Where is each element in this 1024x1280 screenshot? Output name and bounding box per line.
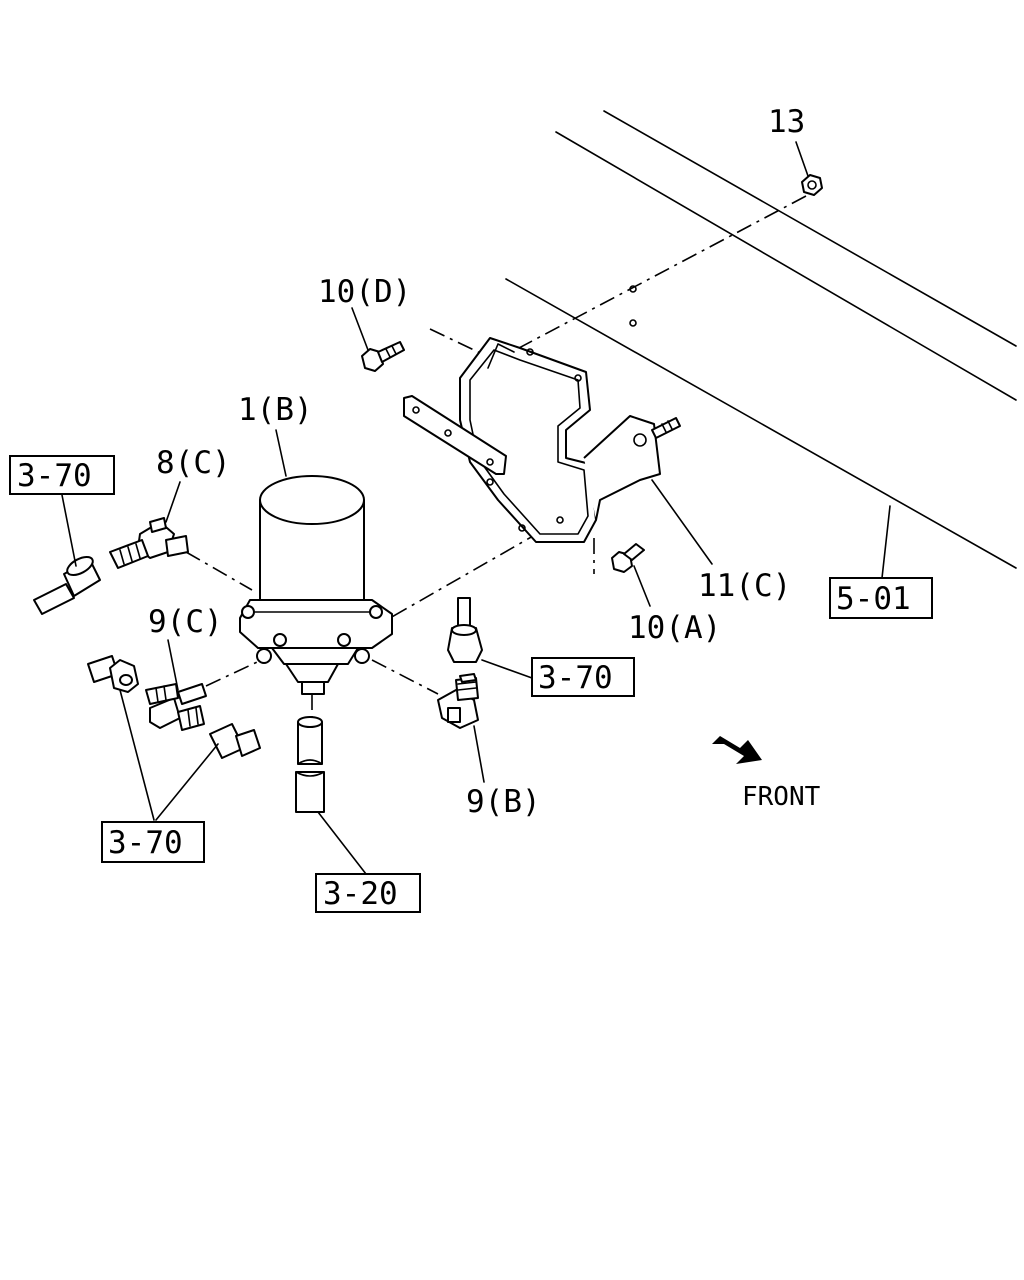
bolt-10d <box>361 341 405 372</box>
label-9b: 9(B) <box>466 784 541 820</box>
fitting-9c <box>145 683 207 731</box>
fitting-9b <box>437 673 479 729</box>
label-11c: 11(C) <box>698 568 791 604</box>
air-dryer-1b <box>239 475 393 695</box>
label-13: 13 <box>768 104 805 140</box>
ref-box-label: 3-70 <box>538 660 613 696</box>
bolt-10a <box>611 543 645 573</box>
bracket-11c <box>403 337 681 543</box>
ref-box-3-70-left: 3-70 <box>9 455 115 495</box>
front-label: FRONT <box>742 782 821 812</box>
ref-box-3-70-bottom: 3-70 <box>101 821 205 863</box>
ref-box-label: 5-01 <box>836 581 911 617</box>
fitting-8c <box>109 517 189 569</box>
label-10a: 10(A) <box>628 610 721 646</box>
nut-13 <box>801 174 823 196</box>
ref-box-label: 3-20 <box>323 876 398 912</box>
frame-rail <box>505 110 1017 569</box>
hose-ends <box>33 555 483 813</box>
ref-box-5-01: 5-01 <box>829 577 933 619</box>
front-indicator: FRONT <box>712 736 821 812</box>
ref-box-3-20: 3-20 <box>315 873 421 913</box>
label-1b: 1(B) <box>238 392 313 428</box>
label-8c: 8(C) <box>156 445 231 481</box>
front-arrow-icon <box>712 736 762 764</box>
part-labels: 13 10(D) 1(B) 8(C) 9(C) 11(C) 10(A) 9(B) <box>148 104 805 820</box>
label-9c: 9(C) <box>148 604 223 640</box>
ref-box-label: 3-70 <box>17 458 92 494</box>
leader-lines <box>61 141 891 875</box>
label-10d: 10(D) <box>318 274 411 310</box>
ref-box-3-70-mid: 3-70 <box>531 657 635 697</box>
ref-box-label: 3-70 <box>108 825 183 861</box>
